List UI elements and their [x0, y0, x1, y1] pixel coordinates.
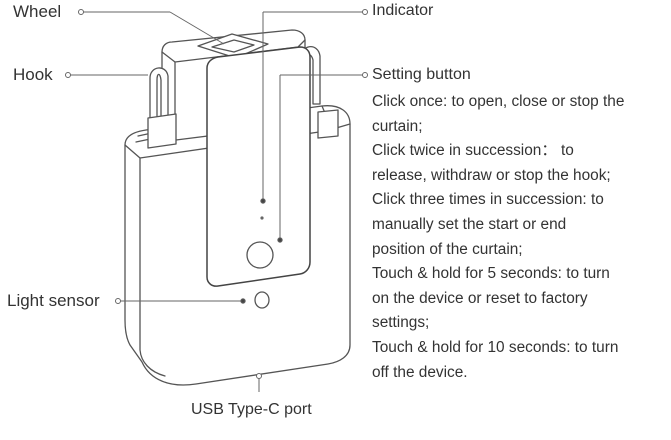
- setting-button: [246, 241, 274, 269]
- description-line: release, withdraw or stop the hook;: [372, 166, 611, 184]
- description-line: curtain;: [372, 117, 423, 135]
- wheel: [197, 33, 269, 59]
- description-line: manually set the start or end: [372, 215, 567, 233]
- hook-leader-dot: [65, 72, 71, 78]
- wheel-leader-dot: [78, 9, 84, 15]
- label-setting-button: Setting button: [372, 66, 471, 83]
- light-sensor-window: [254, 291, 270, 309]
- indicator-leader-dot: [362, 9, 368, 15]
- description-line: Touch & hold for 5 seconds: to turn: [372, 265, 610, 283]
- description-line: Click three times in succession: to: [372, 191, 604, 209]
- description-line: Click twice in succession： to: [372, 142, 574, 160]
- description-line: off the device.: [372, 363, 468, 381]
- label-wheel: Wheel: [13, 2, 62, 21]
- label-indicator: Indicator: [372, 2, 434, 19]
- usb-leader-dot: [256, 373, 262, 379]
- description-line: Touch & hold for 10 seconds: to turn: [372, 338, 619, 356]
- description-line: position of the curtain;: [372, 240, 523, 258]
- indicator-dot: [260, 216, 264, 220]
- label-hook: Hook: [13, 65, 53, 84]
- setting-button-leader-dot: [362, 72, 368, 78]
- setting-button-description: Click once: to open, close or stop the c…: [372, 90, 664, 385]
- description-line: on the device or reset to factory: [372, 289, 588, 307]
- label-usb-port: USB Type-C port: [191, 401, 312, 418]
- label-light-sensor: Light sensor: [7, 291, 100, 310]
- description-line: settings;: [372, 314, 430, 332]
- light-sensor-leader-dot: [115, 298, 121, 304]
- front-panel: [206, 46, 311, 287]
- description-line: Click once: to open, close or stop the: [372, 93, 625, 110]
